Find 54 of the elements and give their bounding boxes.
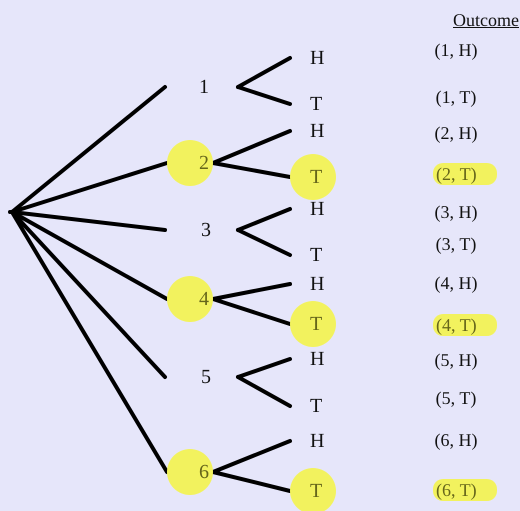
- tree-label: 5: [201, 366, 211, 388]
- outcome-text: (2, H): [434, 123, 478, 143]
- outcome-text: (1, H): [434, 40, 478, 60]
- outcome-text: (1, T): [434, 87, 478, 107]
- tree-label: H: [310, 430, 324, 452]
- column-heading: Outcome: [452, 10, 520, 30]
- tree-label: 1: [199, 76, 209, 98]
- tree-label: 4: [199, 288, 209, 310]
- tree-label: H: [310, 198, 324, 220]
- tree-branch-line: [211, 297, 292, 326]
- tree-label: 2: [199, 152, 209, 174]
- tree-branch-line: [211, 470, 292, 493]
- tree-branch-line: [211, 129, 292, 165]
- tree-label: T: [310, 313, 322, 335]
- tree-label: H: [310, 273, 324, 295]
- outcome-text: (6, H): [434, 430, 478, 450]
- highlight-marker: [433, 163, 497, 185]
- tree-label: T: [310, 480, 322, 502]
- tree-label: T: [310, 395, 322, 417]
- tree-branch-line: [236, 85, 292, 106]
- tree-branch-line: [211, 282, 292, 301]
- tree-branch-line: [10, 210, 167, 232]
- outcome-text: (4, H): [434, 273, 478, 293]
- tree-branch-line: [236, 207, 292, 232]
- outcome-text: (6, T): [436, 479, 477, 501]
- tree-label: H: [310, 47, 324, 69]
- tree-label: H: [310, 348, 324, 370]
- highlight-circle: [290, 468, 336, 511]
- tree-label: 6: [199, 461, 209, 483]
- outcome-text: (5, H): [434, 350, 478, 370]
- highlight-circle: [167, 449, 213, 495]
- highlight-circle: [290, 154, 336, 200]
- tree-branch-line: [236, 357, 292, 379]
- tree-branch-line: [236, 375, 292, 408]
- tree-label: H: [310, 120, 324, 142]
- tree-branch-line: [236, 228, 292, 257]
- tree-label: T: [310, 166, 322, 188]
- outcome-text: (4, T): [436, 314, 477, 336]
- tree-branch-line: [211, 161, 292, 179]
- tree-branch-line: [211, 439, 292, 474]
- outcome-text: (3, T): [434, 234, 478, 254]
- tree-label: 3: [201, 219, 211, 241]
- highlight-circle: [290, 301, 336, 347]
- highlight-circle: [167, 140, 213, 186]
- outcome-text: (3, H): [434, 202, 478, 222]
- tree-branch-line: [236, 56, 292, 89]
- branch-point: [8, 210, 12, 214]
- tree-label: T: [310, 244, 322, 266]
- tree-label: T: [310, 93, 322, 115]
- outcome-text: (5, T): [434, 388, 478, 408]
- highlight-marker: [433, 314, 497, 336]
- highlight-circle: [167, 276, 213, 322]
- highlight-marker: [433, 479, 497, 501]
- outcome-text: (2, T): [436, 163, 477, 185]
